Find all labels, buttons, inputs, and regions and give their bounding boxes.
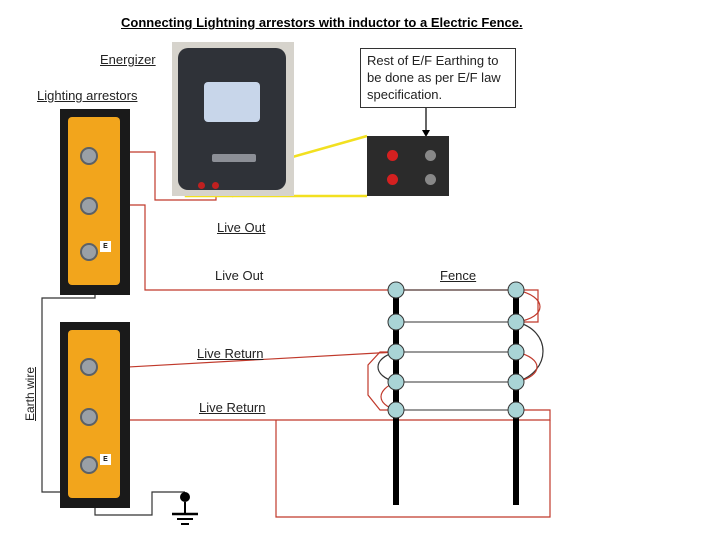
arrestor-earth-tag: E <box>100 454 111 465</box>
insulator <box>387 343 405 361</box>
earthing-terminals-photo <box>367 136 449 196</box>
energizer-terminal <box>212 182 219 189</box>
insulator <box>507 373 525 391</box>
energizer-photo <box>172 42 294 196</box>
grey-terminal-post <box>425 150 436 161</box>
live-return-wire <box>275 420 551 518</box>
insulator <box>507 281 525 299</box>
fence-post-left <box>393 290 399 505</box>
energizer-terminal <box>198 182 205 189</box>
arrestor-bolt <box>80 197 98 215</box>
live-return-label-1: Live Return <box>197 346 264 361</box>
fence-loop <box>515 289 541 323</box>
fence-label: Fence <box>440 268 477 283</box>
ground-symbol-icon <box>180 492 190 502</box>
live-return-label-2: Live Return <box>199 400 266 415</box>
energizer-brand-plate <box>212 154 256 162</box>
grey-terminal-post <box>425 174 436 185</box>
earthing-note-callout: Rest of E/F Earthing to be done as per E… <box>360 48 516 108</box>
live-return-wire <box>109 351 397 369</box>
red-terminal-post <box>387 174 398 185</box>
live-return-wire <box>367 351 396 411</box>
fence-post-right <box>513 290 519 505</box>
insulator <box>387 313 405 331</box>
lightning-arrestor-top: E <box>60 109 130 295</box>
insulator <box>507 313 525 331</box>
insulator <box>387 373 405 391</box>
energizer-label: Energizer <box>100 52 156 67</box>
insulator <box>387 281 405 299</box>
lightning-arrestor-bottom: E <box>60 322 130 508</box>
arrestor-bolt <box>80 147 98 165</box>
live-out-label-2: Live Out <box>215 268 264 283</box>
arrestor-bolt <box>80 408 98 426</box>
energizer-display-panel <box>204 82 260 122</box>
insulator <box>387 401 405 419</box>
earth-wire-label: Earth wire <box>23 366 37 421</box>
arrestor-earth-tag: E <box>100 241 111 252</box>
insulator <box>507 343 525 361</box>
arrestor-bolt <box>80 243 98 261</box>
lighting-arrestors-label: Lighting arrestors <box>37 88 138 103</box>
arrestor-bolt <box>80 358 98 376</box>
live-out-label-1: Live Out <box>217 220 266 235</box>
red-terminal-post <box>387 150 398 161</box>
fence-loop <box>515 321 544 383</box>
arrow-down-icon <box>422 130 430 137</box>
insulator <box>507 401 525 419</box>
diagram-title: Connecting Lightning arrestors with indu… <box>121 15 523 30</box>
live-return-wire <box>110 409 551 421</box>
arrestor-bolt <box>80 456 98 474</box>
